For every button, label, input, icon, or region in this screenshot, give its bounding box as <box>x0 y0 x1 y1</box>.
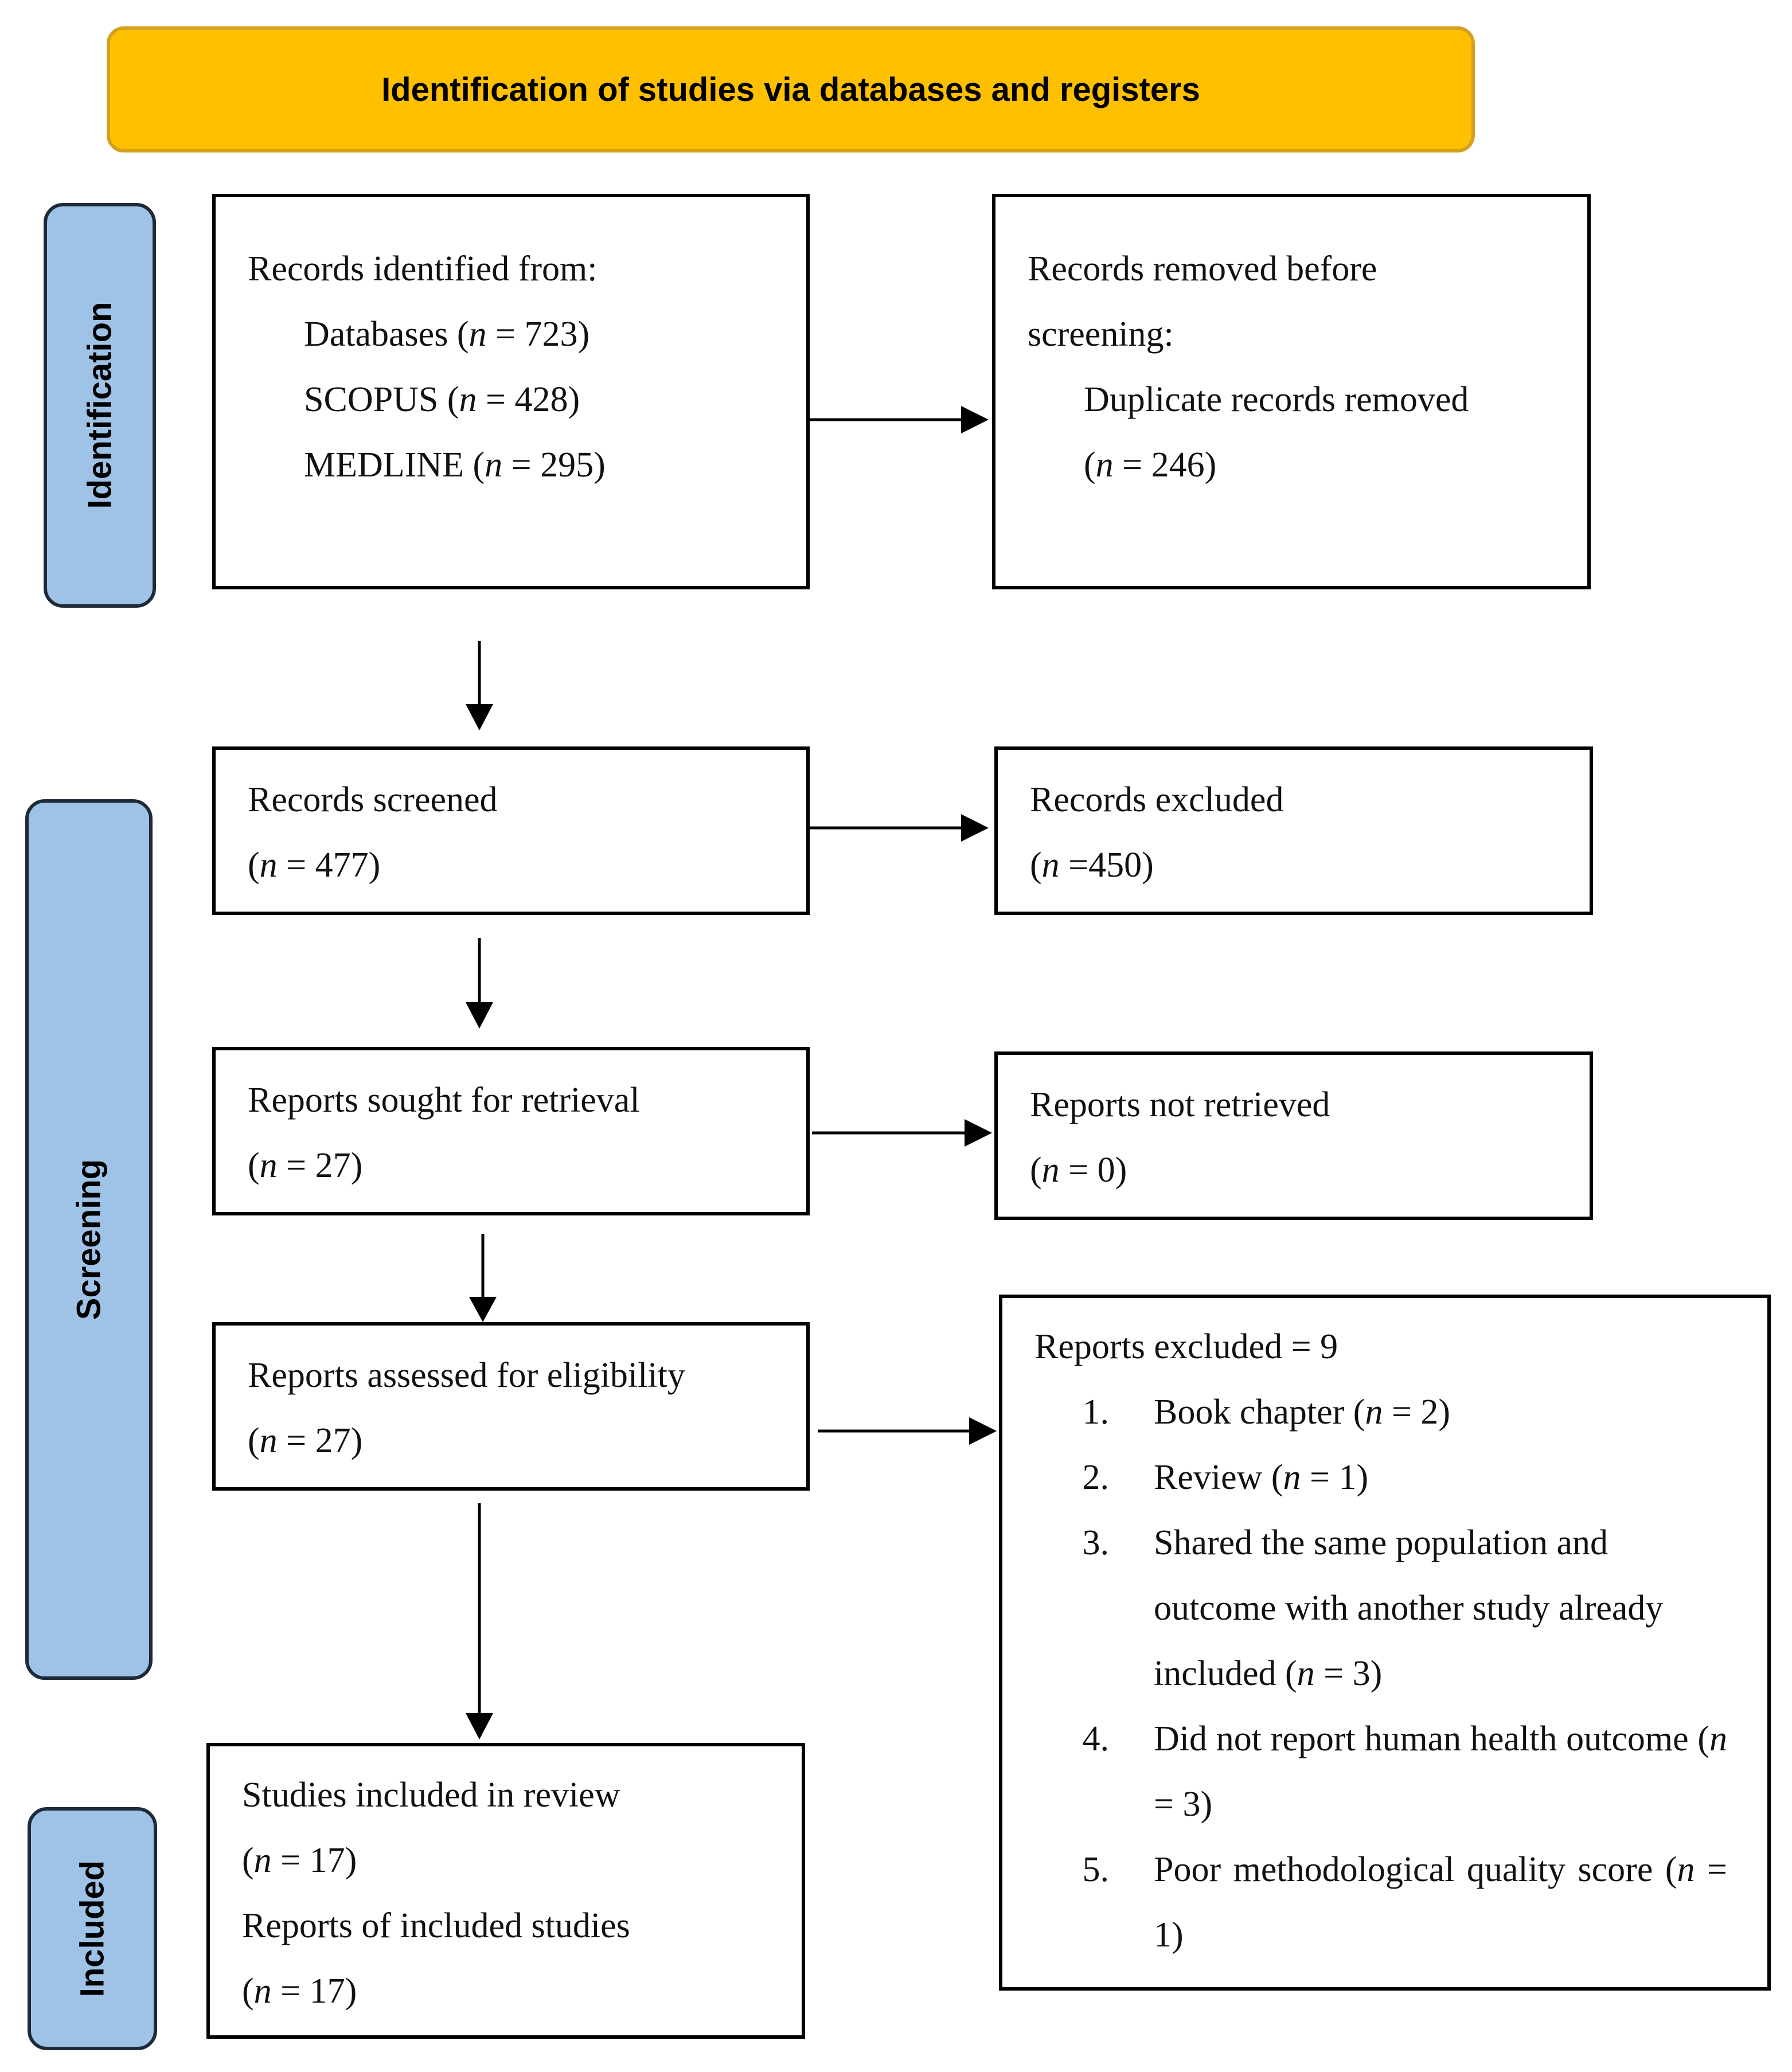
reports-excluded-box: Reports excluded = 9 1. Book chapter (n … <box>999 1295 1771 1991</box>
identification-banner: Identification of studies via databases … <box>107 26 1475 153</box>
databases-line: Databases (n = 723) <box>304 315 590 354</box>
arrowhead-assessed-to-included <box>466 1713 493 1739</box>
exclusion-reason-item: 1. Book chapter (n = 2) <box>1034 1379 1744 1445</box>
reason-text: Book chapter (n = 2) <box>1154 1393 1451 1432</box>
duplicates-line: Duplicate records removed <box>1084 380 1469 419</box>
reports-assessed-box: Reports assessed for eligibility (n = 27… <box>212 1322 810 1491</box>
phase-included: Included <box>28 1807 157 2050</box>
reports-excluded-title: Reports excluded = 9 <box>1034 1327 1338 1366</box>
reports-not-retrieved-box: Reports not retrieved (n = 0) <box>994 1051 1593 1220</box>
arrowhead-sought-to-assessed <box>469 1297 497 1322</box>
exclusion-reason-item: 5. Poor methodological quality score (n … <box>1034 1837 1744 1968</box>
reason-text: Did not report human health outcome (n =… <box>1154 1719 1727 1824</box>
banner-title: Identification of studies via databases … <box>381 71 1200 108</box>
reports-included-title: Reports of included studies <box>242 1906 630 1945</box>
reason-number: 4. <box>1082 1719 1110 1758</box>
records-screened-count: (n = 477) <box>248 846 381 885</box>
exclusion-reason-item: 3. Shared the same population and outcom… <box>1034 1510 1744 1706</box>
medline-line: MEDLINE (n = 295) <box>304 445 606 484</box>
reports-sought-box: Reports sought for retrieval (n = 27) <box>212 1047 810 1215</box>
exclusion-reason-item: 4. Did not report human health outcome (… <box>1034 1706 1744 1837</box>
reports-sought-count: (n = 27) <box>248 1146 363 1185</box>
phase-identification: Identification <box>44 203 156 608</box>
reason-number: 2. <box>1082 1458 1110 1497</box>
records-identified-title: Records identified from: <box>248 249 598 288</box>
arrowhead-identified-to-screened <box>466 704 493 730</box>
exclusion-reason-item: 2. Review (n = 1) <box>1034 1445 1744 1510</box>
reports-assessed-count: (n = 27) <box>248 1421 363 1460</box>
studies-included-count: (n = 17) <box>242 1841 357 1880</box>
records-excluded-title: Records excluded <box>1030 780 1284 819</box>
reason-number: 3. <box>1082 1523 1110 1562</box>
arrowhead-identified-to-removed <box>961 406 989 433</box>
scopus-line: SCOPUS (n = 428) <box>304 380 580 419</box>
reports-not-retrieved-title: Reports not retrieved <box>1030 1085 1330 1124</box>
reports-sought-title: Reports sought for retrieval <box>248 1081 640 1120</box>
arrowhead-screened-to-sought <box>466 1002 493 1029</box>
records-removed-box: Records removed before screening: Duplic… <box>992 194 1591 589</box>
arrowhead-assessed-to-reports-excluded <box>969 1417 997 1445</box>
arrowhead-sought-to-not-retrieved <box>965 1119 992 1147</box>
reports-not-retrieved-count: (n = 0) <box>1030 1151 1127 1190</box>
records-identified-box: Records identified from: Databases (n = … <box>212 194 810 589</box>
phase-screening: Screening <box>25 799 153 1680</box>
reason-text: Review (n = 1) <box>1154 1458 1369 1497</box>
arrowhead-screened-to-excluded <box>961 814 989 842</box>
records-removed-title-1: Records removed before <box>1028 249 1377 288</box>
records-screened-box: Records screened (n = 477) <box>212 746 810 915</box>
reason-text: Poor methodological quality score (n = 1… <box>1154 1850 1727 1954</box>
reason-number: 1. <box>1082 1393 1110 1432</box>
records-excluded-box: Records excluded (n =450) <box>994 746 1593 915</box>
studies-included-box: Studies included in review (n = 17) Repo… <box>206 1743 805 2039</box>
records-removed-title-2: screening: <box>1028 315 1174 354</box>
reason-number: 5. <box>1082 1850 1110 1889</box>
reason-text: Shared the same population and outcome w… <box>1154 1523 1664 1693</box>
reports-assessed-title: Reports assessed for eligibility <box>248 1356 685 1395</box>
records-excluded-count: (n =450) <box>1030 846 1154 885</box>
reports-included-count: (n = 17) <box>242 1972 357 2011</box>
records-screened-title: Records screened <box>248 780 498 819</box>
duplicates-count: (n = 246) <box>1084 445 1217 484</box>
studies-included-title: Studies included in review <box>242 1776 620 1815</box>
